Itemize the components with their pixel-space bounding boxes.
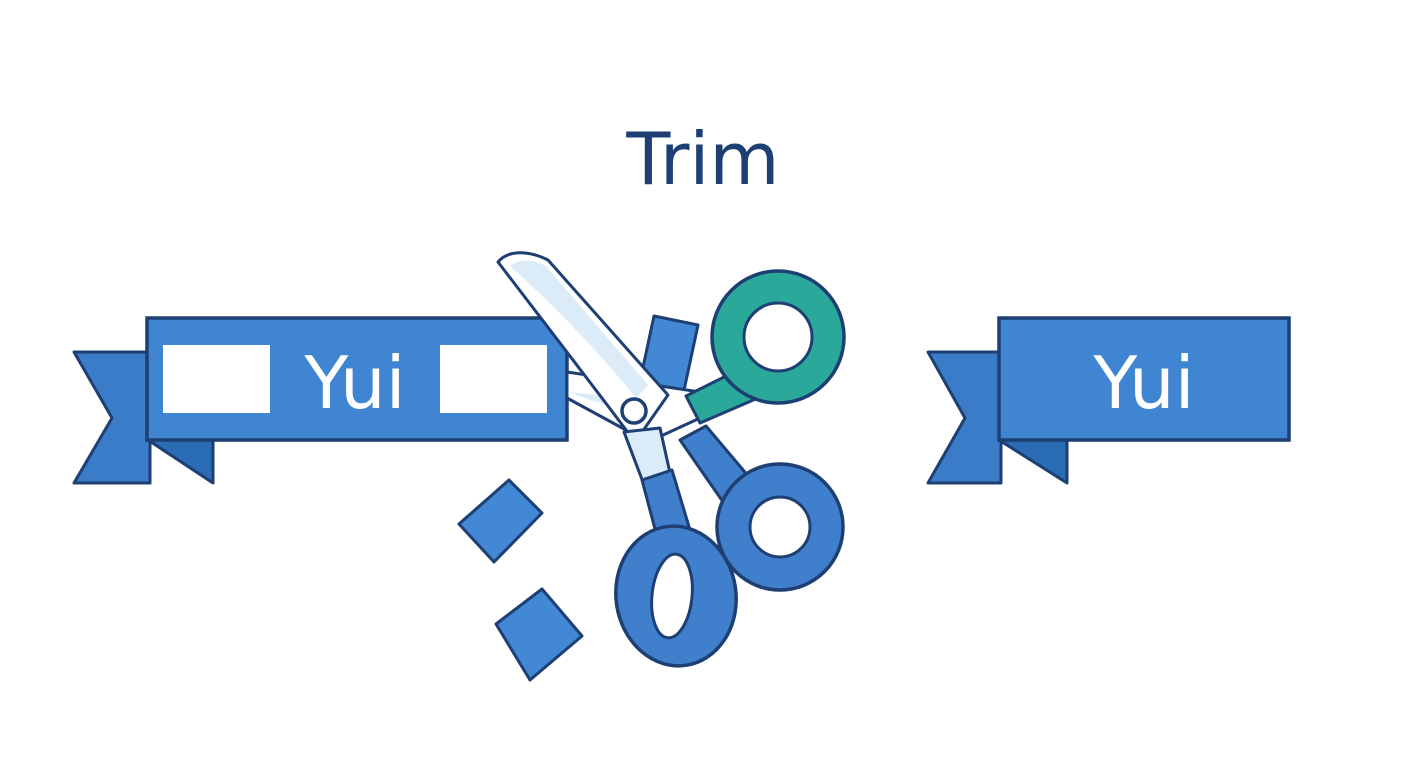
ribbon-after-label: Yui: [1092, 341, 1194, 425]
scissors-blue-handle-left-hole: [650, 552, 694, 640]
diagram-title: Trim: [625, 117, 779, 201]
ribbon-before-tail: [72, 350, 152, 485]
scrap-piece-middle: [457, 478, 544, 564]
scissors-blue-handle-right-hole: [748, 495, 812, 559]
scissors-upper-blade: [496, 251, 670, 444]
ribbon-before-label: Yui: [303, 341, 405, 425]
ribbon-after-tail: [926, 350, 1003, 485]
ribbon-after-fold: [997, 438, 1069, 485]
paper-scraps: [457, 314, 700, 682]
ribbon-before-fold: [146, 438, 215, 485]
scissors-teal-handle-hole: [742, 301, 814, 373]
leading-whitespace-box: [163, 345, 270, 413]
ribbon-before-trim: Yui: [72, 316, 569, 485]
scissors-icon: [496, 251, 846, 668]
ribbon-after-trim: Yui: [926, 316, 1291, 485]
scissors-upper-blade-tint: [510, 260, 648, 398]
trailing-whitespace-box: [440, 345, 547, 413]
ribbon-after-band: [997, 316, 1291, 442]
scrap-piece-bottom: [494, 587, 584, 682]
scissors-pivot: [620, 397, 648, 425]
